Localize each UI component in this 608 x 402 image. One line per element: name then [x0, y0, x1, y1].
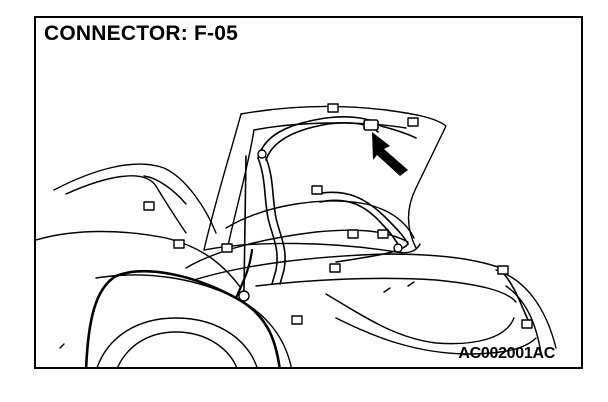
connector-lid-lower-right [377, 229, 389, 239]
connector-f05 [363, 119, 379, 131]
connector-lamp-left [291, 315, 303, 325]
wheel-arch-inner [117, 331, 238, 367]
antenna-base [238, 290, 250, 302]
c-pillar [143, 175, 187, 205]
trunk-lid-inner-top [253, 122, 407, 131]
harness-lid-lower-b [319, 199, 401, 249]
quarter-panel [36, 230, 242, 289]
detail-dash-2 [407, 281, 415, 287]
harness-lid-top-b [265, 122, 379, 161]
connector-lid-hinge [257, 149, 267, 159]
connector-trunk-floor [329, 263, 341, 273]
tail-panel-lower [335, 317, 537, 355]
rear-deck-edge [255, 277, 517, 303]
diagram-frame: CONNECTOR: F-05 AC002001AC [34, 16, 583, 369]
connector-rear-lower [521, 319, 533, 329]
detail-dash-1 [383, 287, 391, 293]
harness-lid-a [257, 157, 278, 285]
trunk-floor-line [193, 253, 507, 281]
connector-body-left [173, 239, 185, 249]
detail-dash-3 [59, 343, 65, 349]
harness-lid-b [265, 157, 286, 285]
connector-lid-top-left [327, 103, 339, 113]
connector-roof [143, 201, 155, 211]
figure-code: AC002001AC [458, 345, 555, 362]
connector-deck-left [221, 243, 233, 253]
bumper-right-inner [505, 285, 542, 354]
trunk-lid-inner-edge [227, 129, 255, 247]
harness-lid-right [380, 125, 417, 139]
roof-line [53, 163, 217, 234]
trunk-lid-outer [240, 105, 447, 249]
rear-window-outline [65, 175, 187, 234]
trunk-harness-illustration [36, 103, 557, 367]
connector-rear-right [497, 265, 509, 275]
connector-lid-mid [311, 185, 323, 195]
harness-main [84, 269, 281, 367]
pointer-arrow [372, 132, 408, 176]
connector-title: CONNECTOR: F-05 [44, 22, 238, 45]
harness-body-branch [234, 248, 254, 300]
antenna-mast [243, 155, 247, 291]
tail-panel [325, 293, 515, 345]
connector-lid-lower [347, 229, 359, 239]
harness-trunk-floor [335, 243, 409, 263]
trunk-lid-left-edge [203, 113, 242, 251]
wheel-arch [96, 317, 258, 367]
harness-lid-lower [315, 191, 409, 245]
connector-lid-top-right [407, 117, 419, 127]
connector-lid-latch [393, 243, 403, 253]
